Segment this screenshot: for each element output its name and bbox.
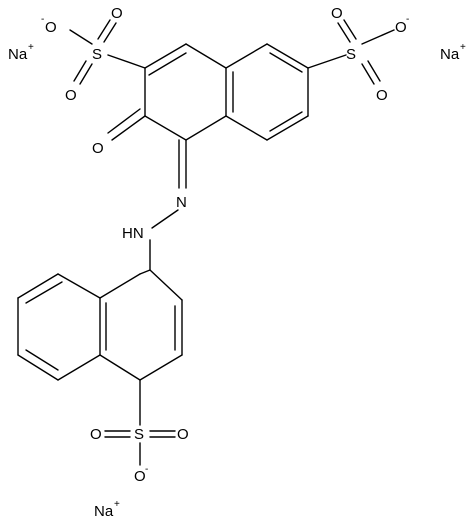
sodium-left-ion: Na + [8, 42, 34, 63]
oxygen-label: O [45, 19, 57, 36]
oxygen-label: O [376, 87, 388, 104]
oxygen-label: O [395, 19, 407, 36]
sulfur-label: S [346, 46, 356, 63]
charge-label: - [145, 464, 148, 475]
sodium-label: Na [94, 503, 114, 519]
sulfur-label: S [92, 46, 102, 63]
azo-nitrogen-label: N [176, 194, 187, 211]
sulfur-label: S [134, 426, 144, 443]
upper-right-ring [225, 43, 309, 141]
oxygen-label: O [331, 5, 343, 22]
charge-label: + [28, 42, 34, 53]
oxygen-label: O [177, 426, 189, 443]
sodium-label: Na [8, 46, 28, 63]
oxygen-label: O [65, 87, 77, 104]
sodium-label: Na [440, 46, 460, 63]
upper-left-ring [144, 43, 227, 141]
ketone-oxygen-label: O [92, 140, 104, 157]
oxygen-label: O [90, 426, 102, 443]
sulfonate-top-right-labels: S O O - O [331, 5, 409, 104]
lower-left-ring [17, 273, 101, 381]
lower-right-ring [99, 269, 183, 381]
oxygen-label: O [111, 5, 123, 22]
charge-label: + [114, 499, 120, 510]
sulfonate-top-left-bonds [69, 19, 146, 85]
oxygen-label: O [134, 468, 146, 485]
ketone-group [107, 108, 146, 141]
sulfonate-bottom-labels: O S O O - [90, 426, 189, 485]
sulfonate-bottom-bonds [104, 379, 176, 466]
sodium-bottom-ion: Na + [94, 499, 120, 519]
charge-label: - [406, 14, 409, 25]
hydrazo-nh-label: HN [122, 225, 144, 242]
charge-label: - [41, 14, 44, 25]
sulfonate-top-right-bonds [307, 19, 395, 85]
charge-label: + [460, 42, 466, 53]
azo-linkage [149, 139, 187, 271]
sulfonate-top-left-labels: - O S O O [41, 5, 123, 104]
sodium-right-ion: Na + [440, 42, 466, 63]
